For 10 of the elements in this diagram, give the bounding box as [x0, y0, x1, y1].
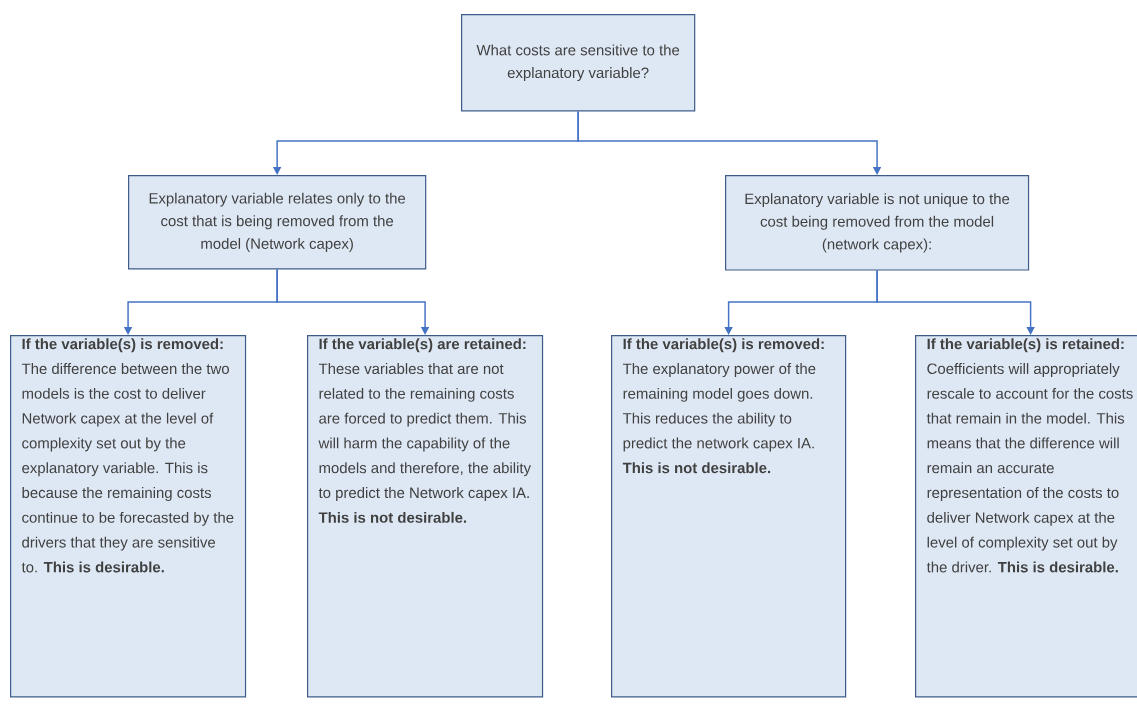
outcome-box: If the variable(s) are retained: These variables that are not related to the remaining costs are forced to predict them. This will harm the capability of the models and therefore, the ability to predict the Network capex IA. This is not desirable.	[307, 335, 544, 698]
question-box: What costs are sensitive to the explanatory variable?	[461, 14, 696, 112]
outcome-box: If the variable(s) is retained: Coefficients will appropriately rescale to account for the costs that remain in the model. This means that the difference will remain an accurate representation of the costs to deliver Network capex at the level of complexity set out by the driver. This is desirable.	[915, 335, 1137, 698]
arrow	[876, 269, 1035, 335]
category-box: Explanatory variable is not unique to the cost being removed from the model (network capex):	[725, 175, 1030, 271]
outcome-box: If the variable(s) is removed: The explanatory power of the remaining model goes down. This reduces the ability to predict the network capex IA. This is not desirable.	[611, 335, 847, 698]
arrow	[577, 110, 882, 175]
arrow	[276, 268, 430, 335]
category-box: Explanatory variable relates only to the cost that is being removed from the model (Network capex)	[128, 175, 427, 270]
outcome-box: If the variable(s) is removed: The difference between the two models is the cost to deliver Network capex at the level of complexity set out by the explanatory variable. This is because the remaining costs continue to be forecasted by the drivers that they are sensitive to. This is desirable.	[10, 335, 247, 698]
